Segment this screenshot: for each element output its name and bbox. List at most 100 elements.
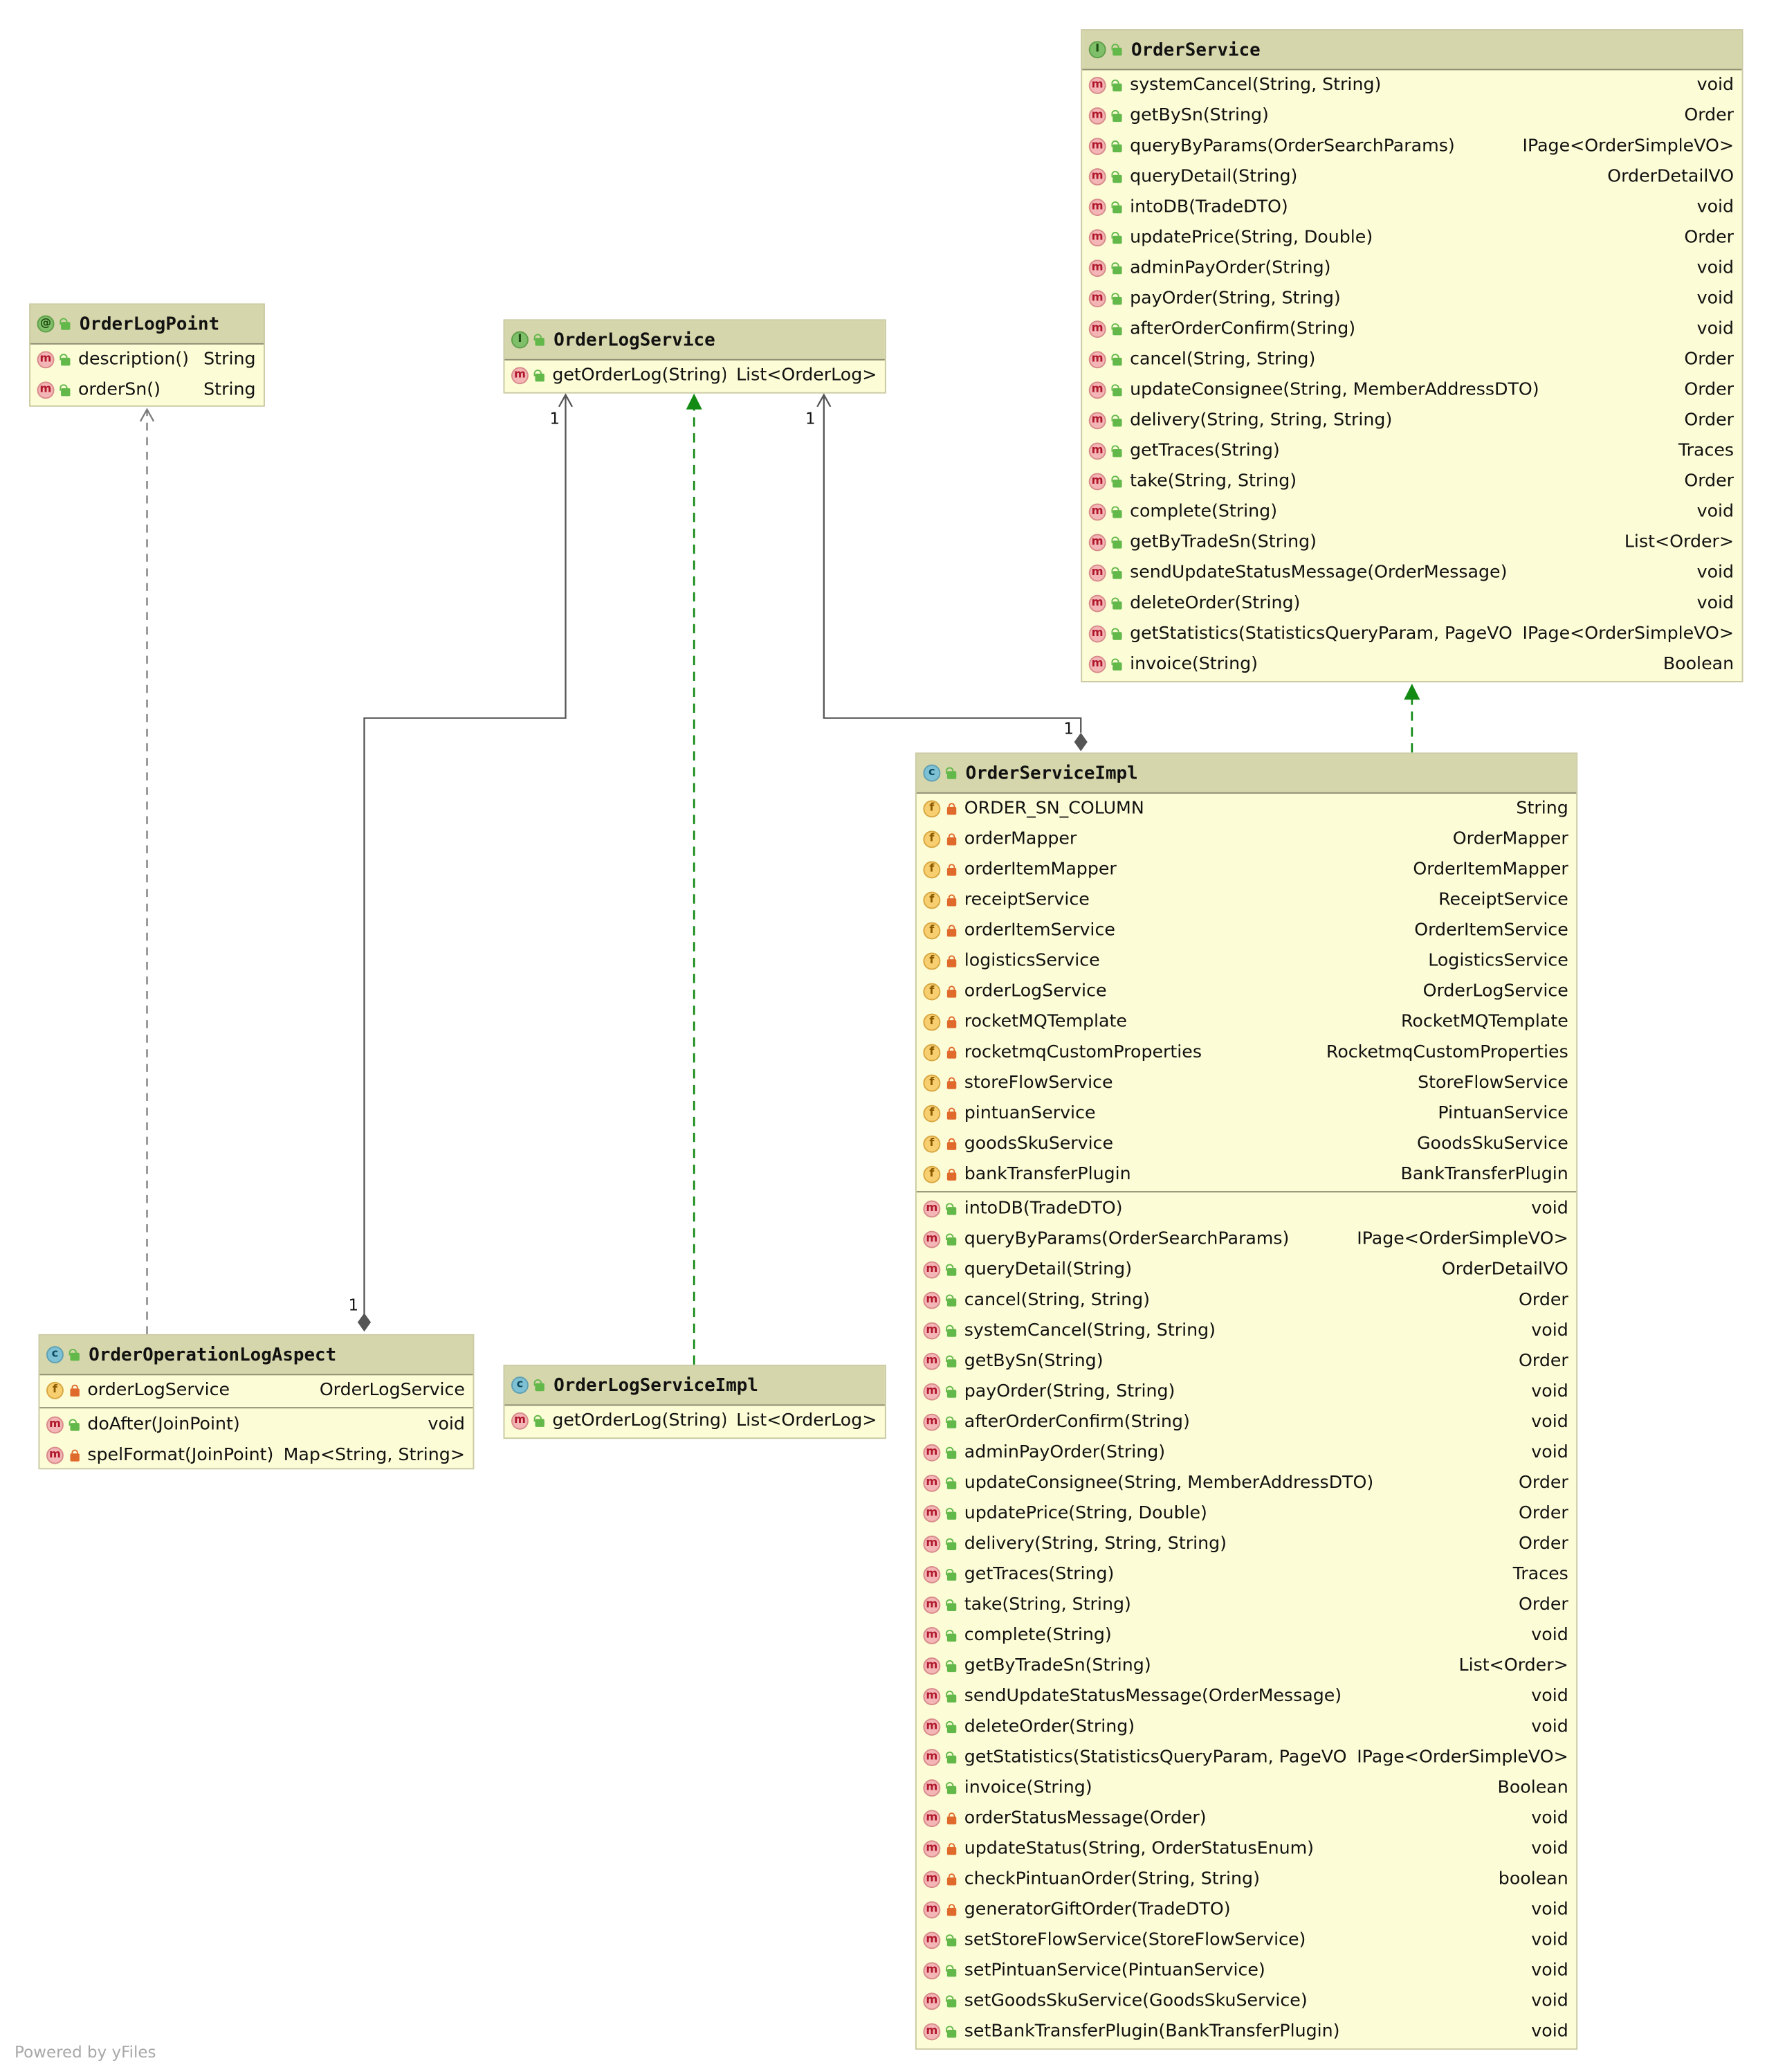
class-icon: c — [46, 1346, 64, 1364]
method-icon: m — [46, 1416, 64, 1434]
member-signature: deleteOrder(String) — [1130, 593, 1301, 614]
method-icon: m — [923, 2023, 941, 2041]
member-type: Traces — [1512, 1565, 1568, 1585]
annotation-icon: @ — [37, 315, 55, 333]
field-icon: f — [923, 861, 941, 879]
member-type: OrderItemMapper — [1413, 860, 1568, 880]
member-signature: getOrderLog(String) — [552, 1410, 726, 1431]
section-divider — [916, 1191, 1577, 1193]
field-icon: f — [923, 1074, 941, 1092]
member-signature: updateConsignee(String, MemberAddressDTO… — [1130, 380, 1539, 401]
field-icon: f — [923, 800, 941, 818]
method-icon: m — [923, 1749, 941, 1767]
method-icon: m — [923, 1230, 941, 1248]
member-signature: intoDB(TradeDTO) — [1130, 197, 1288, 217]
member-type: void — [1531, 1839, 1568, 1860]
member-type: LogisticsService — [1428, 951, 1568, 972]
member-type: void — [1531, 1320, 1568, 1341]
member-signature: orderLogService — [964, 981, 1107, 1002]
member-signature: adminPayOrder(String) — [1130, 258, 1331, 279]
private-visibility-icon — [946, 1904, 958, 1916]
class-icon: c — [923, 764, 941, 782]
member-type: String — [1516, 799, 1568, 819]
field-icon: f — [923, 1165, 941, 1183]
member-signature: setGoodsSkuService(GoodsSkuService) — [964, 1991, 1308, 2012]
